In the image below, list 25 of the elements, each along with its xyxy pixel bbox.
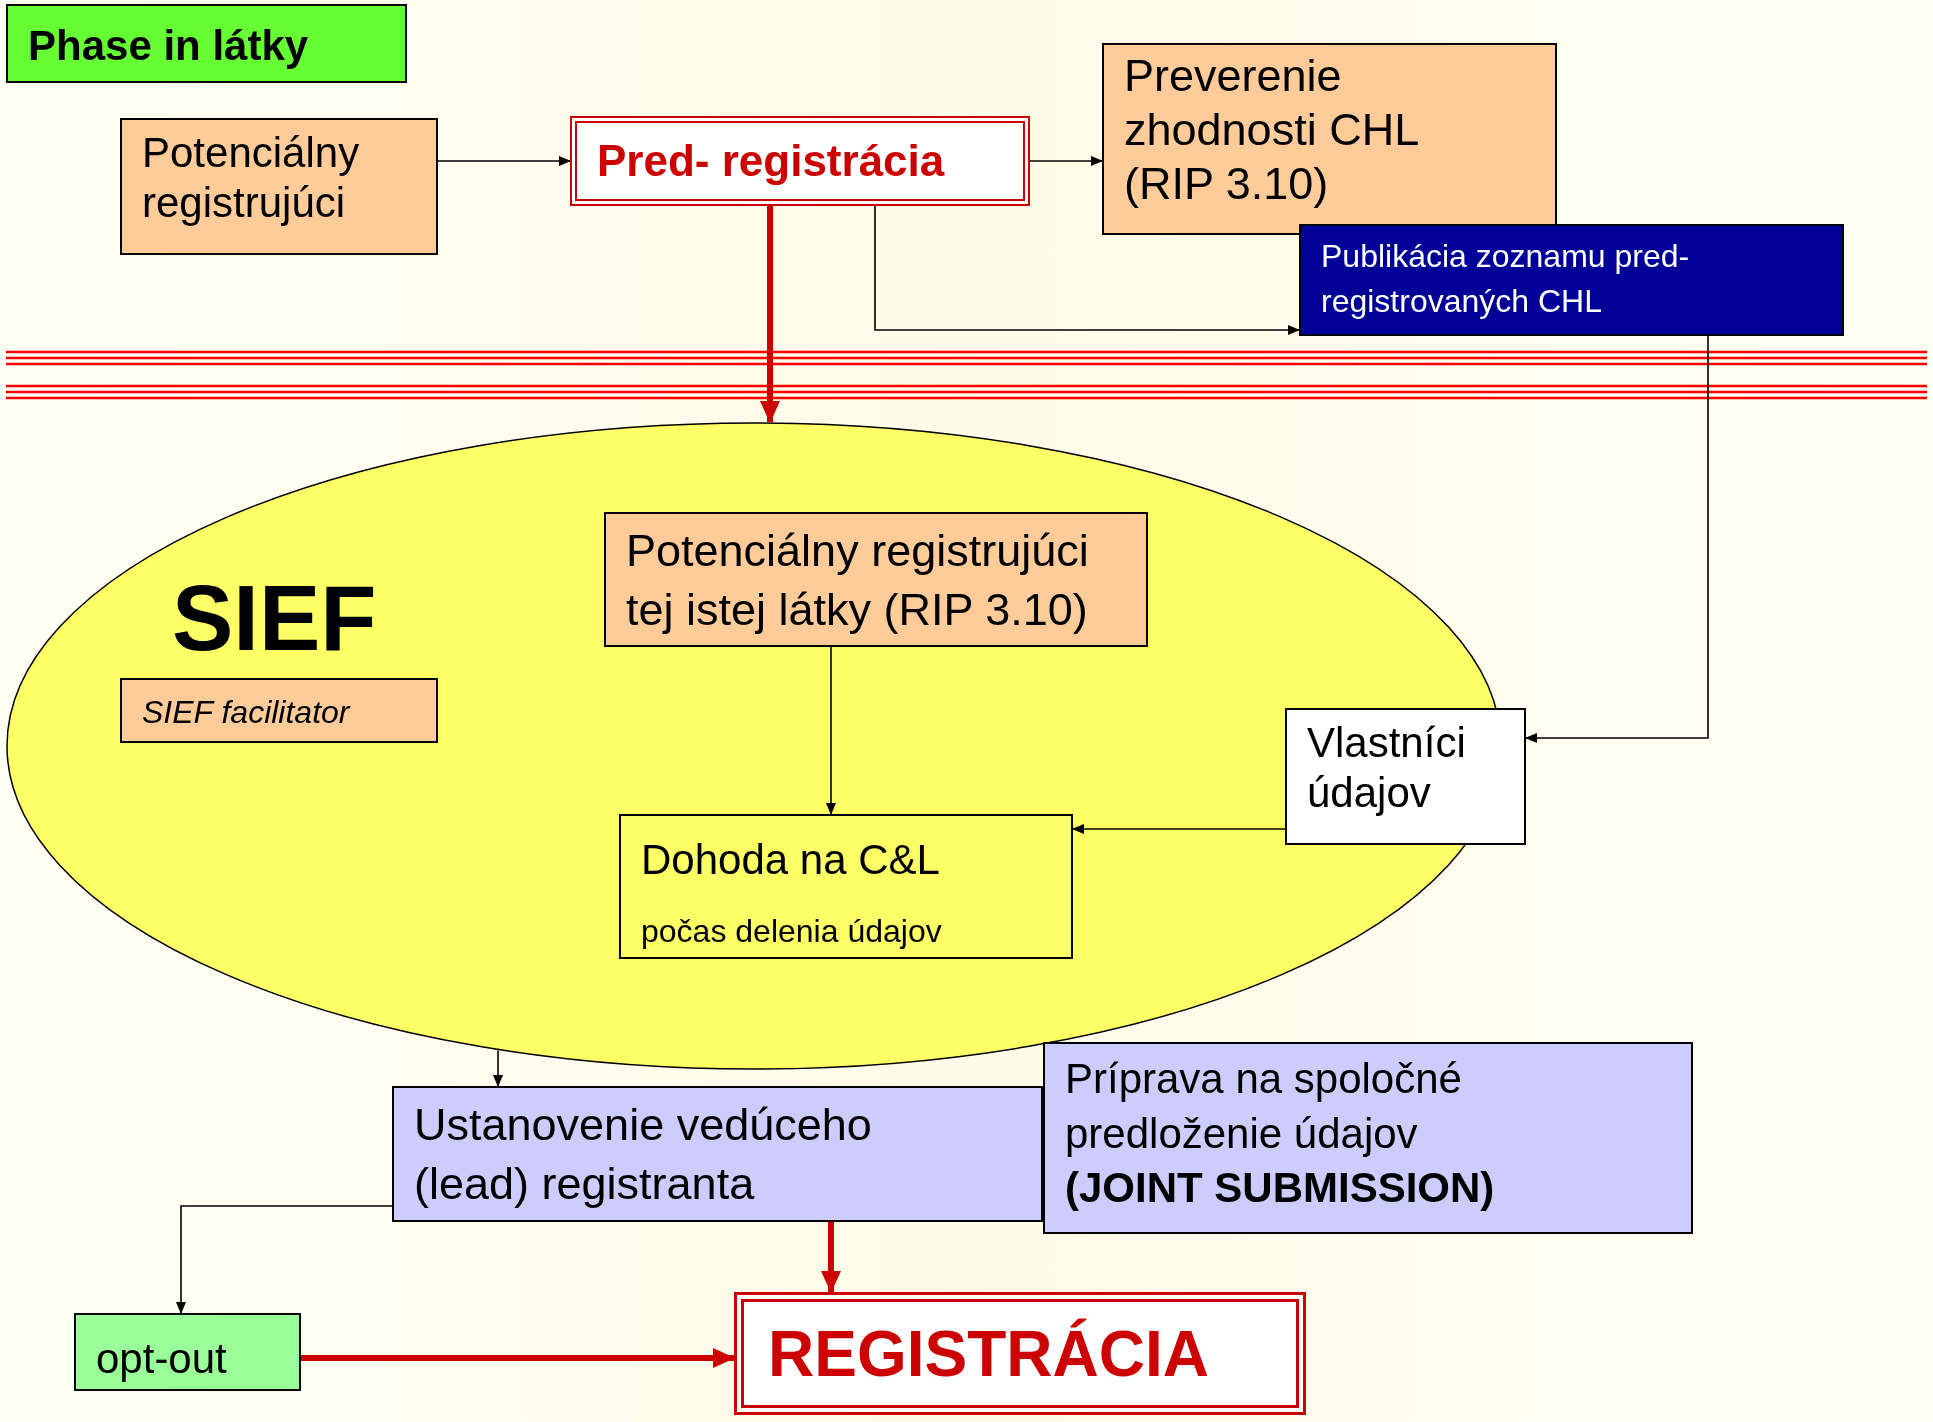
arrow bbox=[176, 1205, 393, 1314]
arrow bbox=[301, 1348, 735, 1368]
process-box: Dohoda na C&L počas delenia údajov bbox=[619, 814, 1073, 959]
arrow bbox=[826, 646, 836, 815]
arrow bbox=[437, 156, 571, 166]
arrow bbox=[874, 205, 1300, 335]
process-box: Preverenie zhodnosti CHL (RIP 3.10) bbox=[1102, 43, 1557, 235]
process-box: REGISTRÁCIA bbox=[734, 1292, 1306, 1415]
arrow bbox=[760, 206, 780, 424]
arrow bbox=[1525, 335, 1709, 743]
phase-label-box: Phase in látky bbox=[6, 4, 407, 83]
process-box: Potenciálny registrujúci bbox=[120, 118, 438, 255]
process-box: Potenciálny registrujúci tej istej látky (RIP 3.10) bbox=[604, 512, 1148, 647]
process-box: Publikácia zoznamu pred-registrovaných CHL bbox=[1299, 224, 1844, 336]
arrow bbox=[1072, 824, 1286, 834]
process-box: opt-out bbox=[74, 1313, 301, 1391]
process-box: SIEF facilitator bbox=[120, 678, 438, 743]
process-box: Vlastníci údajov bbox=[1285, 708, 1526, 845]
arrow bbox=[1029, 156, 1103, 166]
arrow bbox=[821, 1222, 841, 1293]
process-box: Príprava na spoločné predloženie údajov (JOINT SUBMISSION) bbox=[1043, 1042, 1693, 1234]
process-box: Pred- registrácia bbox=[570, 116, 1030, 206]
arrow bbox=[493, 1049, 503, 1087]
process-box: Ustanovenie vedúceho (lead) registranta bbox=[392, 1086, 1043, 1222]
sief-heading: SIEF bbox=[172, 572, 377, 664]
